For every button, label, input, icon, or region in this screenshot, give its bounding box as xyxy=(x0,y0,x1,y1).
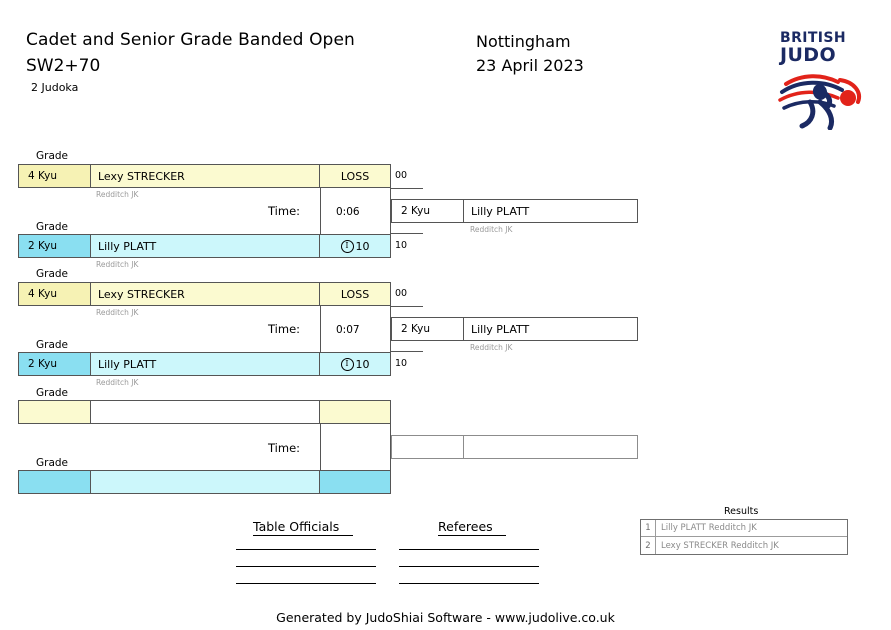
winner-name: Lilly PLATT xyxy=(471,322,530,336)
table-officials-signature-line[interactable] xyxy=(236,549,376,550)
time-label: Time: xyxy=(268,204,301,218)
competitor-name: Lexy STRECKER xyxy=(91,165,320,187)
bracket-connector xyxy=(391,188,423,190)
ippon-icon: I xyxy=(340,239,354,253)
match-time-box xyxy=(320,188,391,234)
result-rank: 1 xyxy=(641,520,656,536)
competitor-name xyxy=(91,471,320,493)
winner-club: Redditch JK xyxy=(470,343,513,352)
judoka-count: 2 Judoka xyxy=(31,81,79,94)
result-name: Lilly PLATT Redditch JK xyxy=(661,523,757,533)
competitor-score: I 10 xyxy=(320,353,390,375)
competitor-grade: 2 Kyu xyxy=(19,353,91,375)
winner-box[interactable]: 2 Kyu Lilly PLATT xyxy=(391,199,638,223)
referees-signature-line[interactable] xyxy=(399,549,539,550)
winner-grade xyxy=(392,436,464,458)
bracket-connector xyxy=(391,306,423,308)
result-name: Lexy STRECKER Redditch JK xyxy=(661,540,779,551)
competitor-row-top[interactable] xyxy=(18,400,391,424)
ippon-value: 10 xyxy=(355,239,370,253)
referees-signature-line[interactable] xyxy=(399,583,539,584)
referees-signature-line[interactable] xyxy=(399,566,539,567)
competitor-points: 10 xyxy=(395,240,408,251)
competitor-score: LOSS xyxy=(340,287,370,301)
winner-name: Lilly PLATT xyxy=(471,204,530,218)
logo-text-judo: JUDO xyxy=(780,44,837,66)
category-title: SW2+70 xyxy=(26,56,101,76)
bracket-connector xyxy=(391,233,423,235)
competitor-grade xyxy=(19,471,91,493)
ippon-icon: I xyxy=(340,357,354,371)
logo-text-british: BRITISH xyxy=(780,30,847,46)
time-label: Time: xyxy=(268,322,301,336)
winner-box[interactable]: 2 Kyu Lilly PLATT xyxy=(391,317,638,341)
competitor-points: 10 xyxy=(395,358,408,369)
grade-label: Grade xyxy=(36,221,69,233)
ippon-score: I 10 xyxy=(340,239,370,253)
grade-label: Grade xyxy=(36,387,69,399)
competitor-grade: 4 Kyu xyxy=(19,165,91,187)
competitor-score xyxy=(320,471,390,493)
competitor-points: 00 xyxy=(395,288,408,299)
judoka-figure-icon xyxy=(778,74,861,130)
competitor-grade: 2 Kyu xyxy=(19,235,91,257)
table-officials-heading: Table Officials xyxy=(253,519,353,536)
time-value: 0:06 xyxy=(336,206,360,218)
table-row[interactable]: 1 Lilly PLATT Redditch JK xyxy=(641,520,847,537)
competitor-club: Redditch JK xyxy=(96,260,139,269)
competitor-grade xyxy=(19,401,91,423)
time-value: 0:07 xyxy=(336,324,360,336)
competitor-row-top[interactable]: 4 Kyu Lexy STRECKER LOSS xyxy=(18,164,391,188)
ippon-score: I 10 xyxy=(340,357,370,371)
british-judo-logo: BRITISH JUDO xyxy=(776,30,868,130)
competitor-name: Lexy STRECKER xyxy=(91,283,320,305)
competitor-score: LOSS xyxy=(340,169,370,183)
table-officials-signature-line[interactable] xyxy=(236,566,376,567)
results-table: 1 Lilly PLATT Redditch JK 2 Lexy STRECKE… xyxy=(640,519,848,555)
result-rank: 2 xyxy=(641,537,656,554)
bracket-connector xyxy=(391,351,423,353)
competitor-name: Lilly PLATT xyxy=(91,235,320,257)
competitor-score xyxy=(320,401,390,423)
winner-club: Redditch JK xyxy=(470,225,513,234)
referees-heading: Referees xyxy=(438,519,506,536)
venue-name: Nottingham xyxy=(476,32,571,51)
footer-credit: Generated by JudoShiai Software - www.ju… xyxy=(276,610,615,625)
winner-box[interactable] xyxy=(391,435,638,459)
grade-label: Grade xyxy=(36,339,69,351)
competitor-row-bottom[interactable] xyxy=(18,470,391,494)
competitor-name: Lilly PLATT xyxy=(91,353,320,375)
ippon-value: 10 xyxy=(355,357,370,371)
winner-grade: 2 Kyu xyxy=(392,318,464,340)
competitor-grade: 4 Kyu xyxy=(19,283,91,305)
match-time-box xyxy=(320,306,391,352)
event-date: 23 April 2023 xyxy=(476,56,584,75)
time-label: Time: xyxy=(268,441,301,455)
winner-name xyxy=(464,436,637,458)
competitor-row-bottom[interactable]: 2 Kyu Lilly PLATT I 10 xyxy=(18,234,391,258)
table-officials-signature-line[interactable] xyxy=(236,583,376,584)
match-time-box xyxy=(320,424,391,470)
competitor-row-top[interactable]: 4 Kyu Lexy STRECKER LOSS xyxy=(18,282,391,306)
grade-label: Grade xyxy=(36,457,69,469)
winner-grade: 2 Kyu xyxy=(392,200,464,222)
competitor-club: Redditch JK xyxy=(96,308,139,317)
page-title: Cadet and Senior Grade Banded Open xyxy=(26,30,355,50)
competitor-name xyxy=(91,401,320,423)
competitor-club: Redditch JK xyxy=(96,378,139,387)
competitor-club: Redditch JK xyxy=(96,190,139,199)
results-title: Results xyxy=(724,506,759,517)
competitor-score: I 10 xyxy=(320,235,390,257)
grade-label: Grade xyxy=(36,150,69,162)
competitor-points: 00 xyxy=(395,170,408,181)
table-row[interactable]: 2 Lexy STRECKER Redditch JK xyxy=(641,537,847,554)
grade-label: Grade xyxy=(36,268,69,280)
competitor-row-bottom[interactable]: 2 Kyu Lilly PLATT I 10 xyxy=(18,352,391,376)
